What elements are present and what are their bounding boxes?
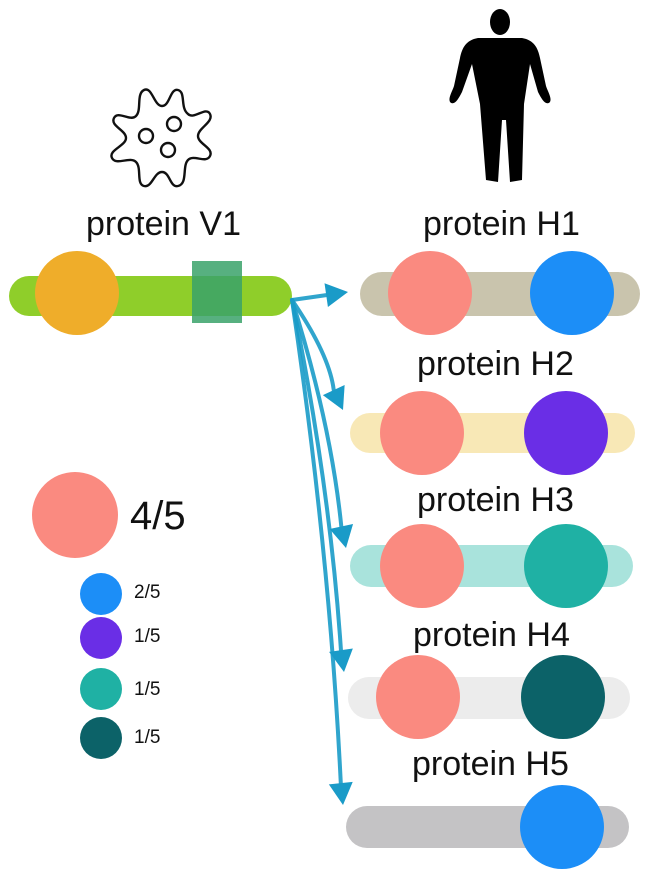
legend-item-swatch [80, 573, 122, 615]
protein-h4-domain [376, 655, 460, 739]
protein-h2-domain [380, 391, 464, 475]
legend-item-swatch [80, 617, 122, 659]
protein-h1-label: protein H1 [423, 205, 580, 243]
protein-v1-label: protein V1 [86, 205, 241, 243]
legend-main-swatch [32, 472, 118, 558]
interaction-arrow-3 [290, 298, 344, 529]
protein-h1-domain [388, 251, 472, 335]
legend-item-value: 2/5 [134, 582, 161, 603]
virus-icon [110, 88, 212, 188]
interaction-arrow-4 [290, 298, 343, 653]
legend-main-value: 4/5 [130, 494, 186, 538]
arrowhead-4 [329, 648, 353, 672]
legend-item-swatch [80, 668, 122, 710]
legend [32, 472, 122, 759]
virus-outline [110, 88, 212, 188]
legend-item-value: 1/5 [134, 626, 161, 647]
human-silhouette-icon [449, 9, 551, 182]
protein-h4-domain [521, 655, 605, 739]
interaction-arrow-1 [290, 293, 329, 302]
protein-h3-label: protein H3 [417, 481, 574, 519]
protein-v1-motif [192, 261, 242, 323]
protein-h4-label: protein H4 [413, 616, 570, 654]
virus-particle [159, 141, 177, 159]
interaction-arrows [290, 283, 354, 805]
protein-h3-domain [380, 524, 464, 608]
arrowhead-2 [322, 384, 345, 410]
protein-h1-domain [530, 251, 614, 335]
protein-v1-domain [35, 251, 119, 335]
human-proteins [346, 251, 640, 869]
legend-item-value: 1/5 [134, 679, 161, 700]
protein-h2-label: protein H2 [417, 345, 574, 383]
arrowhead-5 [328, 781, 353, 805]
virus-particle [165, 115, 183, 133]
virus-particle [137, 127, 155, 145]
legend-item-value: 1/5 [134, 727, 161, 748]
legend-item-swatch [80, 717, 122, 759]
arrowhead-3 [329, 523, 354, 548]
arrowhead-1 [324, 283, 348, 307]
interaction-arrow-5 [290, 298, 343, 786]
protein-h5-domain [520, 785, 604, 869]
protein-h5-label: protein H5 [412, 745, 569, 783]
protein-h2-domain [524, 391, 608, 475]
protein-h3-domain [524, 524, 608, 608]
interaction-arrow-2 [290, 298, 336, 393]
protein-v1-group [9, 251, 292, 335]
